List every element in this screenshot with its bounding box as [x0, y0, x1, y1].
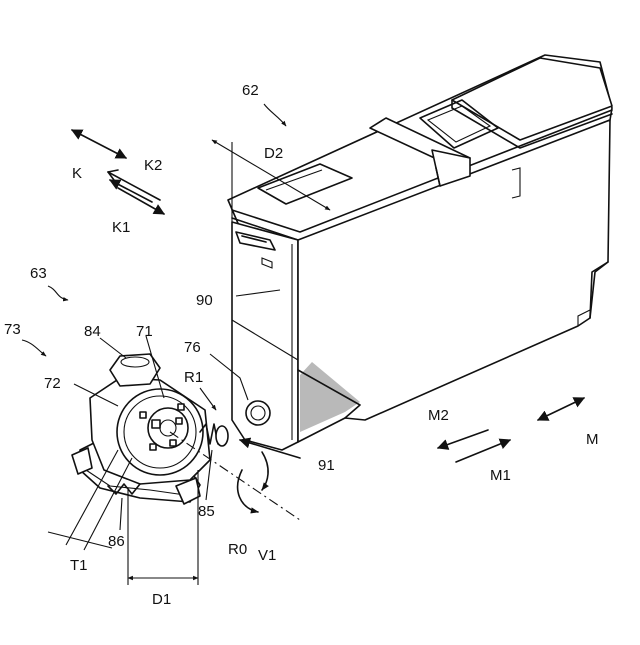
- label-m1: M1: [490, 467, 511, 484]
- tank-62: [228, 55, 612, 450]
- arrow-k2: [108, 172, 160, 200]
- arrow-m2: [438, 430, 488, 448]
- arrow-m1: [456, 440, 510, 462]
- arrow-k: [72, 130, 126, 158]
- label-85: 85: [198, 503, 215, 520]
- label-r0: R0: [228, 541, 247, 558]
- label-m: M: [586, 431, 599, 448]
- label-84: 84: [84, 323, 101, 340]
- label-m2: M2: [428, 407, 449, 424]
- arrow-m: [538, 398, 584, 420]
- arrow-k1: [118, 188, 164, 214]
- label-90: 90: [196, 292, 213, 309]
- label-73: 73: [4, 321, 21, 338]
- label-72: 72: [44, 375, 61, 392]
- label-r1: R1: [184, 369, 203, 386]
- label-63: 63: [30, 265, 47, 282]
- label-v1: V1: [258, 547, 276, 564]
- label-d2: D2: [264, 145, 283, 162]
- label-86: 86: [108, 533, 125, 550]
- label-76: 76: [184, 339, 201, 356]
- pump-63: [72, 354, 228, 504]
- label-91: 91: [318, 457, 335, 474]
- label-k: K: [72, 165, 82, 182]
- label-k2: K2: [144, 157, 162, 174]
- label-t1: T1: [70, 557, 88, 574]
- outlet-76: [246, 401, 270, 425]
- label-62: 62: [242, 82, 259, 99]
- label-k1: K1: [112, 219, 130, 236]
- label-71: 71: [136, 323, 153, 340]
- label-d1: D1: [152, 591, 171, 608]
